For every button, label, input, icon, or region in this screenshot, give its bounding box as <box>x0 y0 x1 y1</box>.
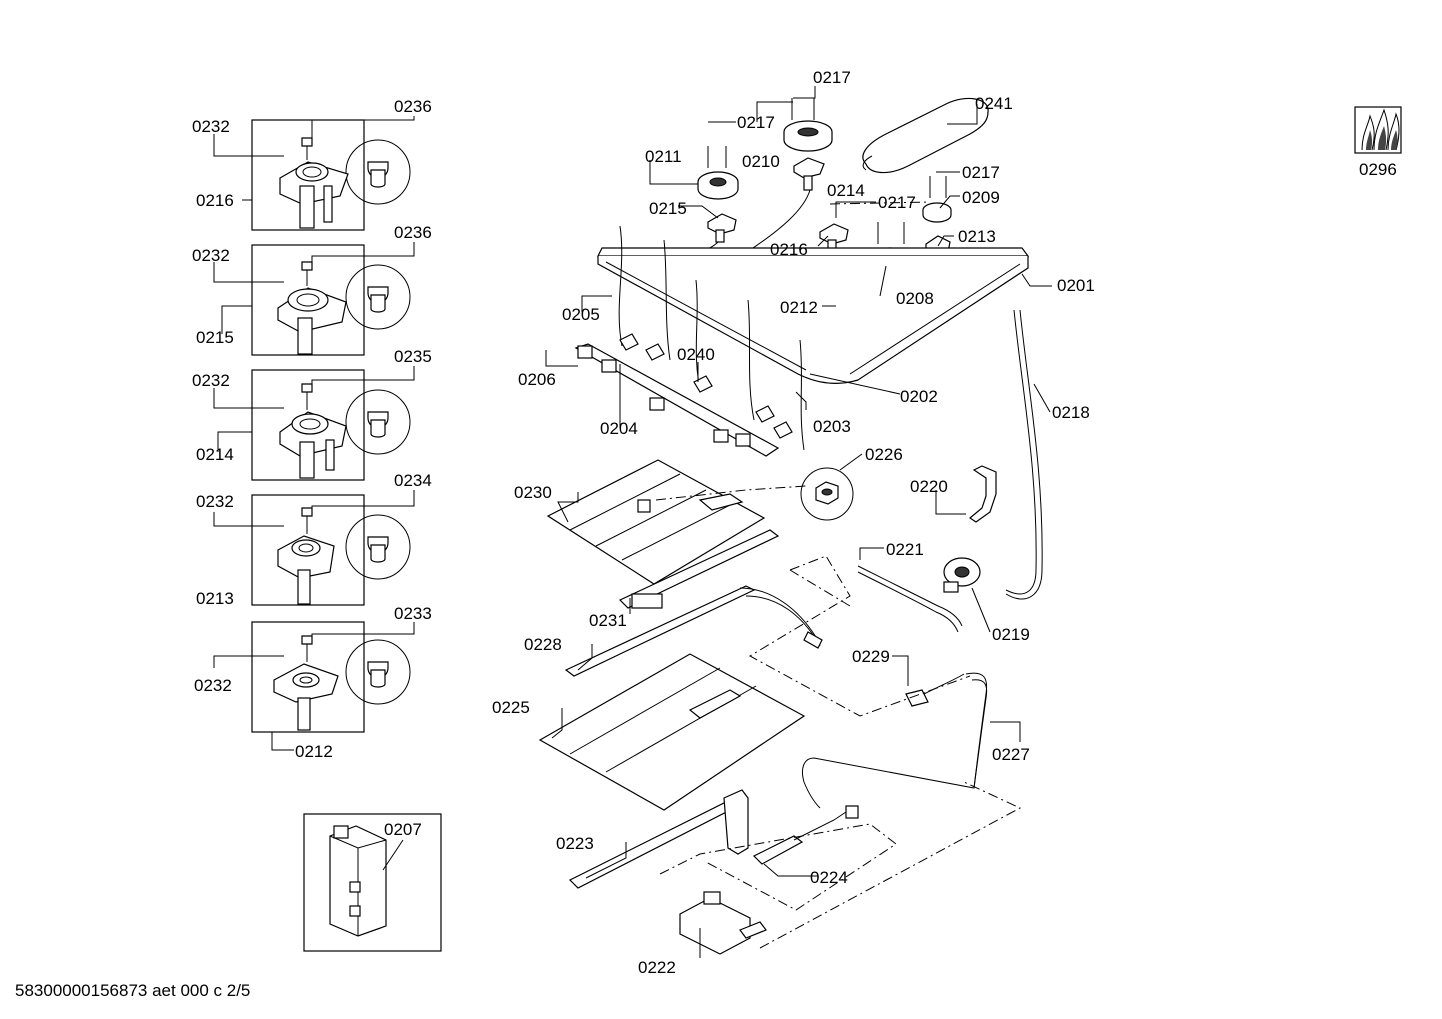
label-0217-mid: 0217 <box>878 193 916 212</box>
label-0215-main: 0215 <box>649 199 687 218</box>
label-0225: 0225 <box>492 698 530 717</box>
label-0211: 0211 <box>645 147 682 166</box>
label-0233: 0233 <box>394 604 432 623</box>
gas-tube-0221 <box>857 565 963 627</box>
detail-box-0213 <box>251 494 411 606</box>
label-0221: 0221 <box>886 540 924 559</box>
label-0232-b: 0232 <box>192 246 230 265</box>
label-0296: 0296 <box>1359 160 1397 179</box>
bracket-0220 <box>968 465 997 523</box>
burner-body-0216 <box>819 223 849 253</box>
label-0226: 0226 <box>865 445 903 464</box>
label-0215-detail: 0215 <box>196 328 234 347</box>
label-0222: 0222 <box>638 958 676 977</box>
cover-plate-0241 <box>862 97 989 174</box>
label-0217-right: 0217 <box>962 163 1000 182</box>
nut-detail-0226 <box>800 467 854 521</box>
gas-supply-pipe-0218 <box>1005 309 1037 595</box>
label-0214-detail: 0214 <box>196 445 234 464</box>
label-0216-detail: 0216 <box>196 191 234 210</box>
label-0212-detail: 0212 <box>295 742 333 761</box>
burner-crown-0211 <box>697 146 739 200</box>
pipe-0228 <box>564 585 823 677</box>
detail-box-0216 <box>251 119 411 231</box>
label-0229: 0229 <box>852 647 890 666</box>
label-0227: 0227 <box>992 745 1030 764</box>
detail-box-0207 <box>303 813 442 952</box>
label-0206: 0206 <box>518 370 556 389</box>
label-0231: 0231 <box>589 611 627 630</box>
label-0235: 0235 <box>394 347 432 366</box>
label-0223: 0223 <box>556 834 594 853</box>
gas-manifold-rail <box>574 343 780 457</box>
label-0205: 0205 <box>562 305 600 324</box>
label-0232-e: 0232 <box>194 676 232 695</box>
label-0234: 0234 <box>394 471 432 490</box>
burner-tube-0223 <box>568 789 749 889</box>
label-0217-top: 0217 <box>813 68 851 87</box>
label-0219: 0219 <box>992 625 1030 644</box>
elbow-fitting-0229 <box>905 673 965 707</box>
label-0210: 0210 <box>742 152 780 171</box>
part-labels: 0217 0217 0211 0210 0214 0241 0217 0209 … <box>192 68 1397 977</box>
gas-pipe-0227 <box>801 672 988 809</box>
igniter-0224 <box>752 805 859 865</box>
thermocouple-wire-0203 <box>799 339 805 451</box>
label-0232-d: 0232 <box>196 492 234 511</box>
label-0201: 0201 <box>1057 276 1095 295</box>
label-0230: 0230 <box>514 483 552 502</box>
burner-tube-0231 <box>618 529 780 609</box>
label-0220: 0220 <box>910 477 948 496</box>
detail-box-0214 <box>251 369 411 481</box>
label-0228: 0228 <box>524 635 562 654</box>
label-0209: 0209 <box>962 188 1000 207</box>
burner-crown-0209 <box>922 176 952 223</box>
detail-box-0215 <box>251 244 411 356</box>
heat-shield-0225 <box>538 653 806 811</box>
label-0218: 0218 <box>1052 403 1090 422</box>
flame-badge-icon <box>1354 106 1402 154</box>
label-0213-main: 0213 <box>958 227 996 246</box>
label-0207: 0207 <box>384 820 422 839</box>
label-0240: 0240 <box>677 345 715 364</box>
document-id: 58300000156873 aet 000 c 2/5 <box>15 981 250 1000</box>
burner-body-0215 <box>707 213 737 243</box>
thermocouple-wire-4 <box>747 299 755 421</box>
label-0236-b: 0236 <box>394 223 432 242</box>
label-0204: 0204 <box>600 419 638 438</box>
label-0203: 0203 <box>813 417 851 436</box>
burner-body-0214 <box>793 157 825 191</box>
label-0202: 0202 <box>900 387 938 406</box>
label-0216-main: 0216 <box>770 240 808 259</box>
label-0214-main: 0214 <box>827 181 865 200</box>
label-0213-detail: 0213 <box>196 589 234 608</box>
label-0212-main: 0212 <box>780 298 818 317</box>
label-0224: 0224 <box>810 868 848 887</box>
leader-lines <box>213 86 1052 958</box>
label-0217-left: 0217 <box>737 113 775 132</box>
label-0236-a: 0236 <box>394 97 432 116</box>
frame-0201 <box>597 247 1030 384</box>
detail-box-0212 <box>251 621 411 733</box>
thermocouple-wire-0205 <box>618 225 623 347</box>
burner-crown-0210 <box>783 98 833 152</box>
grill-burner-0230 <box>546 459 766 585</box>
label-0232-c: 0232 <box>192 371 230 390</box>
label-0232-a: 0232 <box>192 117 230 136</box>
label-0241: 0241 <box>975 94 1013 113</box>
gas-valve-0222 <box>679 891 767 955</box>
regulator-valve-0219 <box>943 557 981 593</box>
thermocouple-wire-2 <box>663 239 671 361</box>
label-0208: 0208 <box>896 289 934 308</box>
